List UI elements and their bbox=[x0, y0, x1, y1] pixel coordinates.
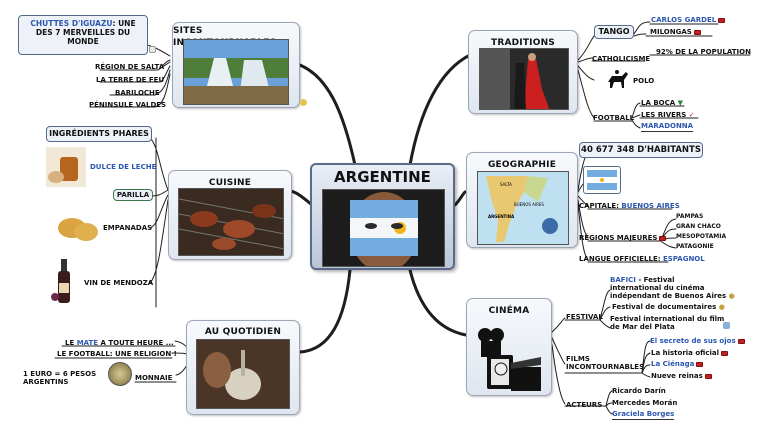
mdp-line-2: de Mar del Plata bbox=[610, 323, 675, 331]
iguazu-falls-picture bbox=[183, 39, 289, 105]
geo-title: GEOGRAPHIE bbox=[487, 160, 557, 170]
quotidien-title: AU QUOTIDIEN bbox=[204, 327, 282, 337]
ingredients-box[interactable]: INGRÉDIENTS PHARES bbox=[46, 126, 152, 142]
mate-link[interactable]: MATE bbox=[76, 339, 99, 347]
region-patagonie: PATAGONIE bbox=[676, 243, 714, 250]
link-icon[interactable] bbox=[300, 99, 307, 106]
topic-au-quotidien[interactable]: AU QUOTIDIEN bbox=[186, 320, 300, 415]
films-label-1: FILMS bbox=[566, 355, 590, 363]
bafici-line-2: international du cinéma bbox=[610, 284, 705, 292]
map-label-salta: SALTA bbox=[500, 182, 512, 187]
flag-icon[interactable] bbox=[693, 29, 701, 35]
site-item-1: RÉGION DE SALTA bbox=[95, 63, 165, 71]
capitale-link[interactable]: BUENOS AIRES bbox=[621, 202, 680, 210]
parilla-label[interactable]: PARILLA bbox=[113, 189, 153, 201]
festival-label: FESTIVAL bbox=[566, 313, 603, 321]
bafici-line-1: BAFICI - Festival bbox=[610, 276, 675, 284]
monnaie-label: MONNAIE bbox=[135, 374, 173, 382]
mdp-line-1: Festival international du film bbox=[610, 315, 725, 323]
central-title: ARGENTINE bbox=[334, 168, 431, 186]
cuisine-title: CUISINE bbox=[208, 178, 252, 188]
empanadas-label: EMPANADAS bbox=[103, 224, 153, 232]
tango-picture bbox=[479, 48, 569, 110]
actor-3[interactable]: Graciela Borges bbox=[612, 410, 675, 420]
cinema-clipart bbox=[473, 317, 547, 393]
link-icon[interactable] bbox=[723, 322, 730, 329]
euro-line-1: 1 EURO = 6 PESOS bbox=[23, 370, 97, 378]
region-mesopotamia: MESOPOTAMIA bbox=[676, 233, 727, 240]
catholic-percent: 92% DE LA POPULATION bbox=[656, 48, 751, 56]
argentina-face-picture bbox=[322, 189, 445, 267]
region-pampas: PAMPAS bbox=[676, 213, 704, 220]
peso-coin-icon bbox=[108, 362, 132, 386]
actor-2: Mercedes Morán bbox=[612, 399, 678, 407]
langue-link[interactable]: ESPAGNOL bbox=[662, 255, 705, 263]
les-rivers: LES RIVERS ✓ bbox=[641, 111, 695, 119]
wine-picture bbox=[50, 257, 80, 305]
topic-sites-incontournables[interactable]: SITES INCONTOURNABLES bbox=[172, 22, 300, 108]
cinema-title: CINÉMA bbox=[488, 306, 530, 316]
maradonna-link[interactable]: MARADONNA bbox=[641, 122, 694, 132]
site-item-2: LA TERRE DE FEU bbox=[96, 76, 165, 84]
iguazu-callout-text: : UNE DES 7 MERVEILLES DU MONDE bbox=[35, 19, 136, 46]
film-3[interactable]: La Ciénaga bbox=[651, 360, 704, 368]
film-2: La historia oficial bbox=[651, 349, 729, 357]
central-topic[interactable]: ARGENTINE bbox=[310, 163, 455, 270]
asado-picture bbox=[178, 188, 284, 256]
population-box[interactable]: 40 677 348 D'HABITANTS bbox=[579, 142, 703, 158]
catholicisme: CATHOLICISME bbox=[592, 55, 651, 63]
football-label: FOOTBALL bbox=[593, 114, 635, 122]
topic-cinema[interactable]: CINÉMA bbox=[466, 298, 552, 396]
flag-icon[interactable] bbox=[659, 235, 667, 241]
iguazu-link[interactable]: CHUTTES D'IGUAZU bbox=[30, 19, 113, 28]
map-label-buenos-aires: BUENOS AIRES bbox=[514, 202, 544, 207]
docs-festival: Festival de documentaires ● bbox=[612, 303, 725, 311]
polo-label: POLO bbox=[633, 77, 655, 85]
film-1[interactable]: El secreto de sus ojos bbox=[650, 337, 745, 345]
flag-icon[interactable] bbox=[704, 373, 712, 379]
films-label-2: INCONTOURNABLES bbox=[566, 363, 645, 371]
site-item-4: PÉNINSULE VALDES bbox=[89, 101, 167, 109]
site-item-3: BARILOCHE bbox=[115, 89, 160, 97]
football-religion: LE FOOTBALL: UNE RELIGION ! bbox=[57, 350, 177, 358]
regions-majeures: RÉGIONS MAJEURES bbox=[579, 234, 667, 242]
flag-icon[interactable] bbox=[737, 338, 745, 344]
mate-line: LE MATE A TOUTE HEURE ... bbox=[65, 339, 174, 347]
region-gran-chaco: GRAN CHACO bbox=[676, 223, 721, 230]
iguazu-callout[interactable]: CHUTTES D'IGUAZU: UNE DES 7 MERVEILLES D… bbox=[18, 15, 148, 55]
actor-1: Ricardo Darín bbox=[612, 387, 666, 395]
euro-line-2: ARGENTINS bbox=[23, 378, 69, 386]
vin-label: VIN DE MENDOZA bbox=[84, 279, 154, 287]
bafici-link[interactable]: BAFICI bbox=[610, 276, 636, 284]
flag-icon[interactable] bbox=[721, 350, 729, 356]
flag-icon[interactable] bbox=[718, 17, 726, 23]
argentina-flag bbox=[583, 166, 621, 194]
dulce-de-leche-label[interactable]: DULCE DE LECHE bbox=[90, 163, 157, 171]
capitale: CAPITALE: BUENOS AIRES bbox=[579, 202, 680, 210]
map-label-argentina: ARGENTINA bbox=[488, 214, 515, 219]
bafici-line-3: indépendant de Buenos Aires ● bbox=[610, 292, 735, 300]
traditions-title: TRADITIONS bbox=[490, 38, 555, 48]
flag-icon[interactable] bbox=[696, 361, 704, 367]
milongas: MILONGAS bbox=[650, 28, 701, 36]
mate-picture bbox=[196, 339, 290, 409]
langue: LANGUE OFFICIELLE: ESPAGNOL bbox=[579, 255, 705, 263]
note-icon[interactable] bbox=[149, 46, 156, 53]
empanadas-picture bbox=[56, 210, 100, 246]
mate-pre: LE bbox=[65, 339, 75, 347]
mate-post: A TOUTE HEURE ... bbox=[100, 339, 174, 347]
tango-box[interactable]: TANGO bbox=[594, 25, 634, 39]
dulce-de-leche-picture bbox=[46, 147, 86, 187]
topic-geographie[interactable]: GEOGRAPHIE SALTA BUENOS AIRES ARGENTINA bbox=[466, 152, 578, 248]
film-4: Nueve reinas bbox=[651, 372, 712, 380]
argentina-map: SALTA BUENOS AIRES ARGENTINA bbox=[477, 171, 569, 245]
topic-traditions[interactable]: TRADITIONS bbox=[468, 30, 578, 114]
polo-icon bbox=[604, 68, 630, 90]
topic-cuisine[interactable]: CUISINE bbox=[168, 170, 292, 260]
acteurs-label: ACTEURS bbox=[566, 401, 603, 409]
carlos-gardel[interactable]: CARLOS GARDEL bbox=[651, 16, 726, 24]
la-boca: LA BOCA ▼ bbox=[641, 99, 683, 107]
